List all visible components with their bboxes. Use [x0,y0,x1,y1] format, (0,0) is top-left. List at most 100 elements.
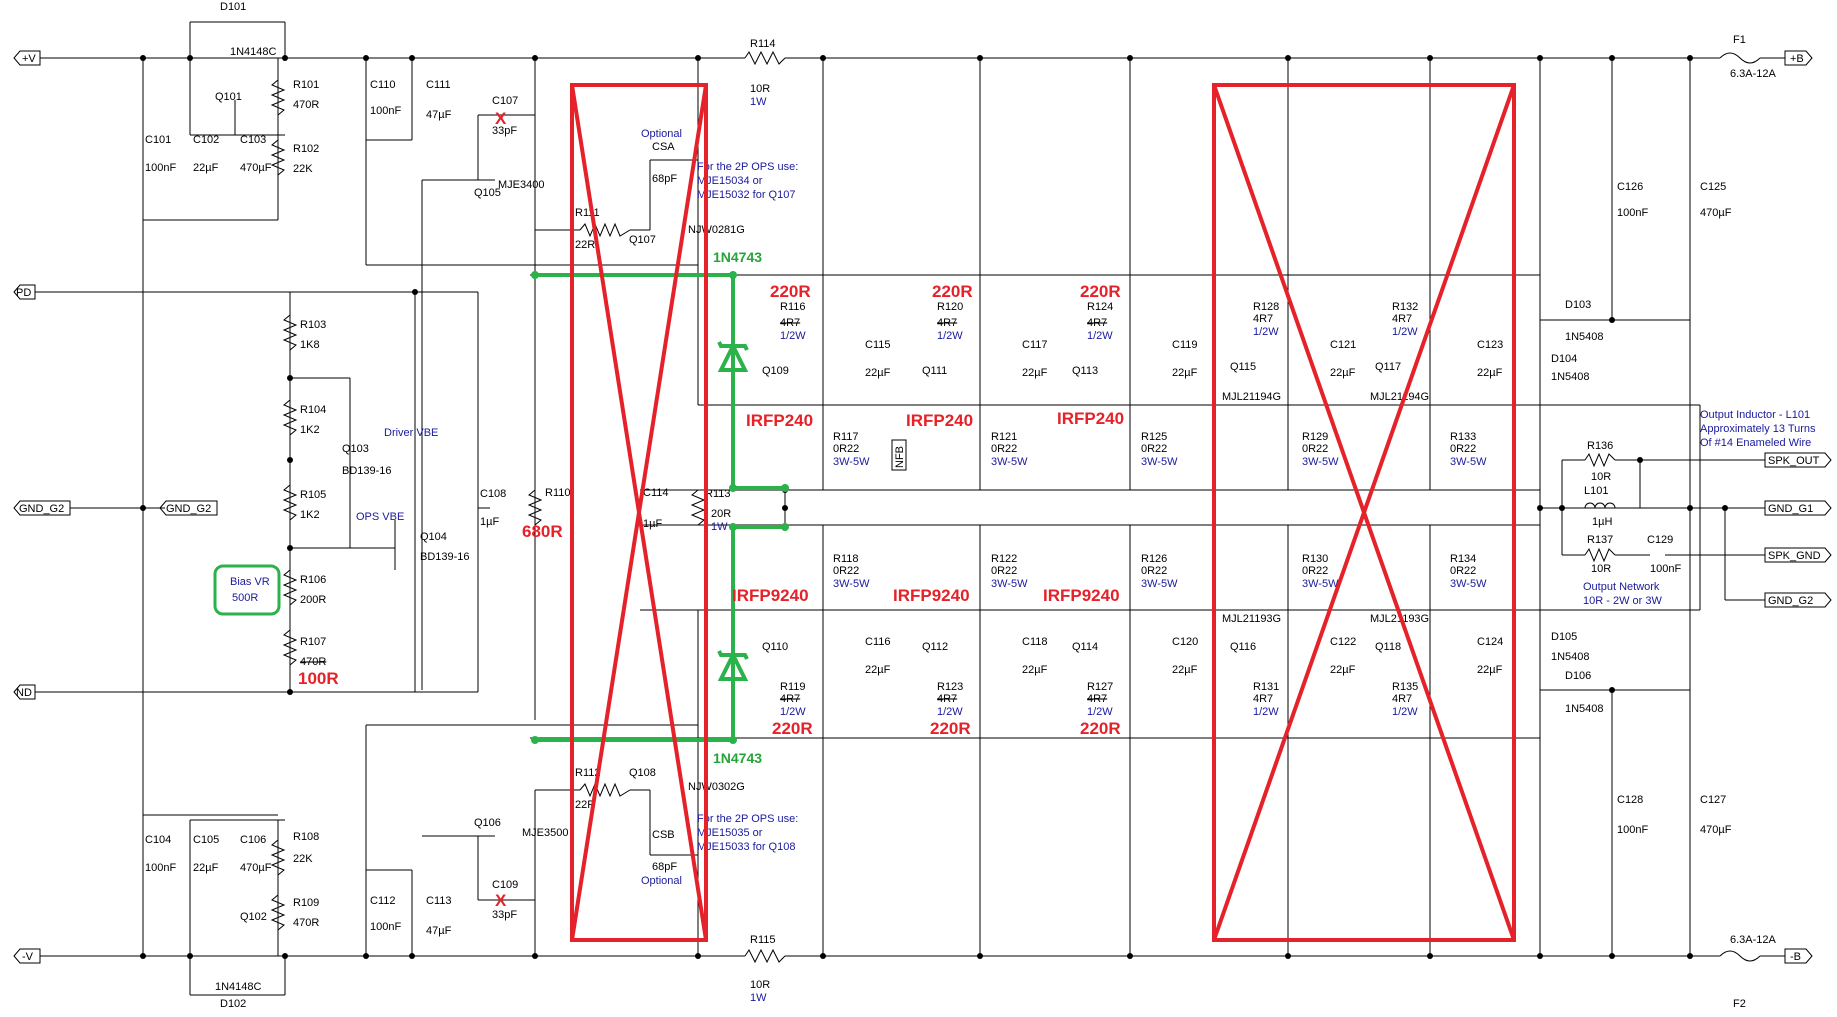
c104-value: 100nF [145,862,176,874]
r121-ref: R121 [991,431,1017,443]
c125-value: 470µF [1700,207,1732,219]
r125-value: 0R22 [1141,443,1167,455]
r122-ref: R122 [991,553,1017,565]
r123-power: 1/2W [937,706,963,718]
r134-ref: R134 [1450,553,1476,565]
r106-ref: R106 [300,574,326,586]
net-port-gnd-g2-left: GND_G2 [13,500,71,516]
q106-ref: Q106 [474,817,501,829]
r116-ref: R116 [780,301,805,313]
c117-value: 22µF [1022,367,1048,379]
r112-value: 22R [575,799,595,811]
c115-value: 22µF [865,367,891,379]
r135-ref: R135 [1392,681,1418,693]
r123-value: 4R7 [937,693,957,705]
r132-power: 1/2W [1392,326,1418,338]
q118-ref: Q118 [1375,641,1401,653]
svg-text:680R: 680R [522,522,563,541]
r101-value: 470R [293,99,319,111]
r120-ref: R120 [937,301,963,313]
r134-power: 3W-5W [1450,578,1487,590]
r119-power: 1/2W [780,706,806,718]
q108-value: NJW0302G [688,781,745,793]
c112-ref: C112 [370,895,395,907]
svg-text:1N4743: 1N4743 [713,750,762,766]
r125-ref: R125 [1141,431,1167,443]
net-labels: +V -V PD ND GND_G2 GND_G2 +B -B SPK_OUT … [13,50,1832,964]
zener-top-diode [717,341,749,372]
q115-ref: Q115 [1230,361,1256,373]
svg-text:IRFP9240: IRFP9240 [893,586,970,605]
c122-ref: C122 [1330,636,1356,648]
bias-vr-callout: Bias VR 500R [213,564,281,616]
svg-text:IRFP240: IRFP240 [746,411,813,430]
svg-text:MJE15034 or: MJE15034 or [697,175,763,187]
r121-value: 0R22 [991,443,1017,455]
r124-power: 1/2W [1087,330,1113,342]
svg-text:IRFP9240: IRFP9240 [1043,586,1120,605]
c113-ref: C113 [426,895,451,907]
csa-ref: CSA [652,141,675,153]
svg-text:IRFP240: IRFP240 [906,411,973,430]
r118-value: 0R22 [833,565,859,577]
q105-value: MJE3400 [498,179,544,191]
d105-value: 1N5408 [1551,651,1590,663]
r135-power: 1/2W [1392,706,1418,718]
c114-ref: C114 [643,487,668,499]
c119-value: 22µF [1172,367,1198,379]
r122-value: 0R22 [991,565,1017,577]
svg-text:Approximately 13 Turns: Approximately 13 Turns [1700,423,1816,435]
c122-value: 22µF [1330,664,1356,676]
f1-value: 6.3A-12A [1730,68,1777,80]
d106-ref: D106 [1565,670,1591,682]
part-labels: D1011N4148CQ101R101470RC101100nFC10222µF… [145,1,1777,1010]
q103-value: BD139-16 [342,465,392,477]
r123-ref: R123 [937,681,963,693]
net-port-nfb: NFB [891,439,907,471]
removed-section-left [570,83,708,942]
net-port-neg-v: -V [13,948,41,964]
resistor-symbols [270,50,1616,964]
r129-value: 0R22 [1302,443,1328,455]
r104-ref: R104 [300,404,326,416]
d102-value: 1N4148C [215,981,262,993]
r127-value: 4R7 [1087,693,1107,705]
r125-power: 3W-5W [1141,456,1178,468]
c105-value: 22µF [193,862,219,874]
l101-value: 1µH [1592,516,1612,528]
net-port-pd: PD [13,284,36,300]
r132-value: 4R7 [1392,313,1412,325]
r124-ref: R124 [1087,301,1113,313]
svg-text:MJE15032 for Q107: MJE15032 for Q107 [697,189,795,201]
svg-text:220R: 220R [930,719,971,738]
q117-value: MJL21194G [1370,391,1429,403]
r116-power: 1/2W [780,330,806,342]
r102-ref: R102 [293,143,319,155]
svg-text:220R: 220R [1080,282,1121,301]
q103-ref: Q103 [342,443,369,455]
r129-power: 3W-5W [1302,456,1339,468]
svg-text:500R: 500R [232,592,258,604]
r128-value: 4R7 [1253,313,1273,325]
r128-ref: R128 [1253,301,1279,313]
r101-ref: R101 [293,79,319,91]
r133-value: 0R22 [1450,443,1476,455]
q113-ref: Q113 [1072,365,1098,377]
c112-value: 100nF [370,921,401,933]
c105-ref: C105 [193,834,219,846]
q114-ref: Q114 [1072,641,1098,653]
c129-ref: C129 [1647,534,1673,546]
c121-ref: C121 [1330,339,1356,351]
svg-text:X: X [495,891,507,910]
net-port-gnd-g2-right: GND_G2 [1764,592,1832,608]
zener-bottom-diode [717,650,749,681]
q107-ref: Q107 [629,234,656,246]
d103-value: 1N5408 [1565,331,1604,343]
q105-ref: Q105 [474,187,501,199]
r127-power: 1/2W [1087,706,1113,718]
f2-ref: F2 [1733,998,1746,1010]
c126-value: 100nF [1617,207,1648,219]
q110-ref: Q110 [762,641,788,653]
c110-ref: C110 [370,79,395,91]
c111-value: 47µF [426,109,452,121]
